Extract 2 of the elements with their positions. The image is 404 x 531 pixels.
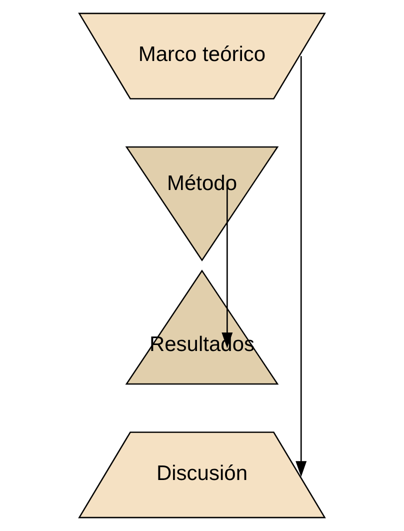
arrow bbox=[296, 56, 307, 477]
arrow bbox=[222, 184, 233, 348]
